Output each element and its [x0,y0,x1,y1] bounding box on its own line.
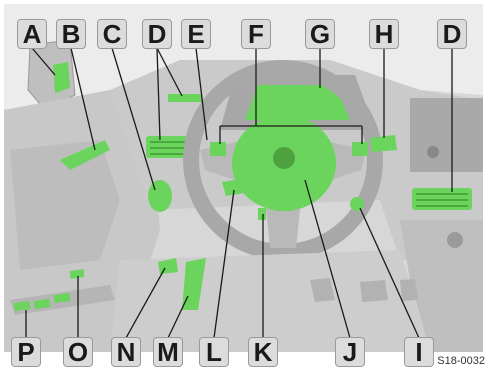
adjust-lever-highlight [258,208,266,220]
label-a: A [17,19,47,49]
label-d-left: D [142,19,172,49]
label-o: O [63,337,93,367]
pedal [400,279,418,301]
figure-code: S18-0032 [437,355,485,367]
label-b: B [56,19,86,49]
steering-wheel-rim [183,60,383,260]
window-switch-highlight [13,300,31,312]
label-e: E [181,19,211,49]
pedal [310,278,335,302]
wheel-buttons-left-highlight [210,142,226,156]
door-handle-highlight [60,140,110,170]
wheel-buttons-right-highlight [352,142,368,156]
mirror-adjust-highlight [53,62,70,93]
logo-badge [273,147,295,169]
pedal [360,280,388,302]
infotainment-screen [410,98,483,172]
turn-signal-lever-highlight [222,178,250,196]
window-switch-highlight [53,292,71,304]
label-j: J [335,337,365,367]
bonnet-release-highlight [158,258,178,274]
window-switch-highlight [33,298,51,310]
ignition-highlight [350,197,364,211]
label-m: M [153,337,183,367]
steering-wheel-spoke-bottom [265,200,301,248]
label-h: H [369,19,399,49]
label-p: P [11,337,41,367]
label-g: G [305,19,335,49]
label-i: I [404,337,434,367]
instrument-cluster-highlight [245,85,350,120]
center-console [400,220,483,352]
label-n: N [111,337,141,367]
label-f: F [241,19,271,49]
label-k: K [248,337,278,367]
mirror-switch-highlight [69,269,85,279]
leader-lines [25,47,453,339]
wiper-lever-highlight [370,135,397,152]
door-trim [10,140,120,270]
label-c: C [97,19,127,49]
label-l: L [199,337,229,367]
defrost-vent-highlight [168,94,202,102]
light-switch-highlight [148,180,172,212]
label-d-right: D [437,19,467,49]
